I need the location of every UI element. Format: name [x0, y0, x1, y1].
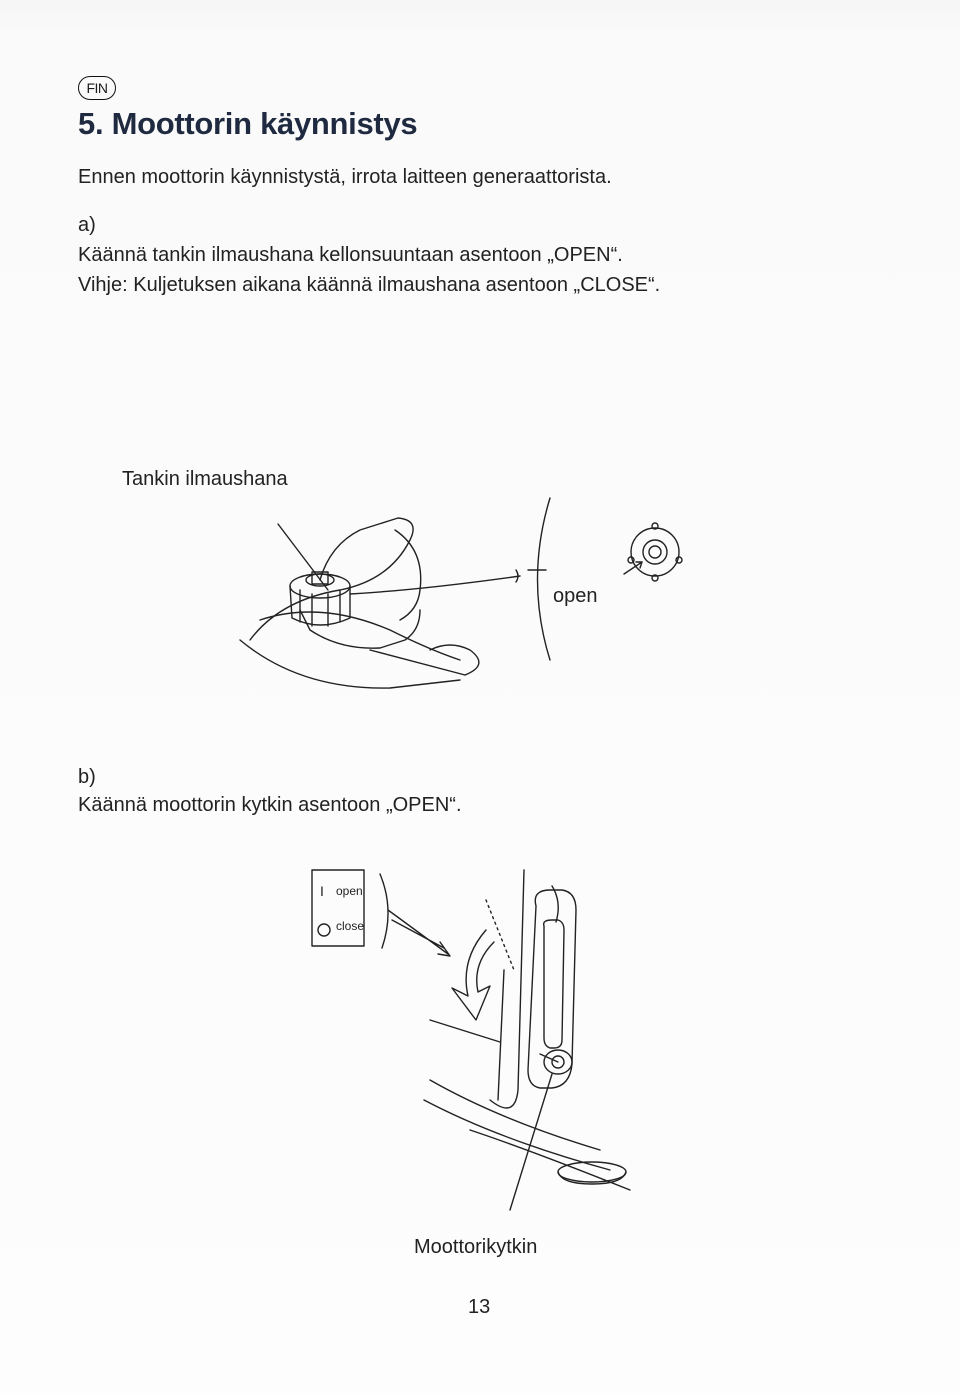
intro-text: Ennen moottorin käynnistystä, irrota lai… [78, 166, 612, 188]
step-a-instruction: Käännä tankin ilmaushana kellonsuuntaan … [78, 244, 623, 266]
tank-vent-illustration [239, 497, 683, 689]
step-a-marker: a) [78, 214, 96, 236]
switch-close-symbol [317, 923, 331, 937]
step-b-instruction: Käännä moottorin kytkin asentoon „OPEN“. [78, 794, 462, 816]
step-a-hint: Vihje: Kuljetuksen aikana käännä ilmaush… [78, 274, 661, 296]
engine-switch-illustration: I [311, 869, 631, 1211]
step-b-marker: b) [78, 766, 96, 788]
switch-open-label: open [336, 884, 363, 898]
page-number: 13 [468, 1296, 491, 1318]
vent-open-label: open [553, 585, 598, 607]
switch-open-symbol: I [320, 883, 324, 899]
switch-close-label: close [336, 919, 365, 933]
tank-vent-label: Tankin ilmaushana [122, 468, 288, 490]
language-badge: FIN [78, 76, 116, 100]
page-title: 5. Moottorin käynnistys [78, 106, 418, 141]
engine-switch-label: Moottorikytkin [414, 1236, 538, 1258]
